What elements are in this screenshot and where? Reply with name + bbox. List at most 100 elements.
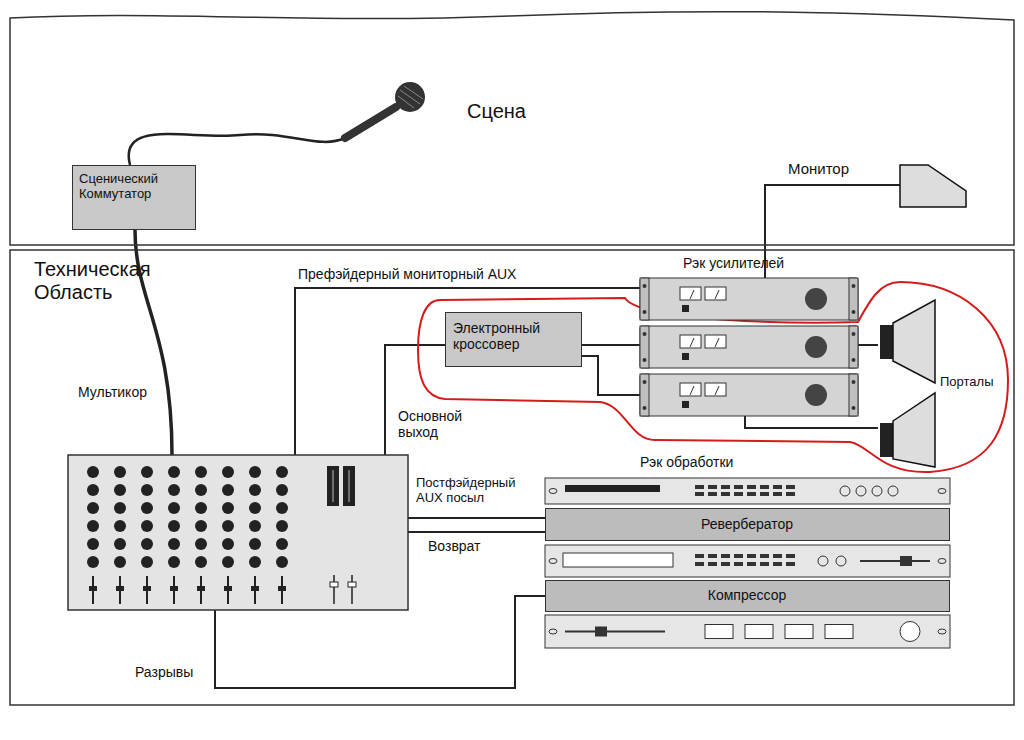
meter-window: [705, 335, 726, 348]
mixer-knob: [87, 538, 99, 550]
rack-ear: [643, 358, 647, 362]
processor-unit: [545, 478, 950, 504]
slider: [860, 560, 930, 562]
mixer-knob: [114, 520, 126, 532]
button: [708, 554, 717, 558]
signal-label: Постфэйдерный AUX посыл: [416, 476, 541, 506]
amplifier-unit: [640, 374, 858, 416]
rack-ear: [643, 332, 647, 336]
button: [773, 562, 782, 566]
mixer-knob: [141, 466, 153, 478]
button: [747, 485, 756, 489]
signal-wire: [295, 288, 640, 455]
mixer-knob: [168, 556, 180, 568]
unit-label: Ревербератор: [550, 516, 944, 532]
meter-needle: [715, 338, 719, 347]
rack-ear: [938, 559, 946, 564]
button: [825, 625, 853, 639]
power-switch: [682, 353, 689, 360]
amplifier-unit: Рэк усилителей: [640, 278, 858, 320]
mixer-knob: [195, 538, 207, 550]
level-meter: [349, 470, 350, 502]
rack-ear: [852, 310, 856, 314]
button: [708, 492, 717, 496]
knob: [836, 556, 846, 566]
button: [734, 492, 743, 496]
button: [747, 562, 756, 566]
button: [773, 554, 782, 558]
processor-unit: [545, 615, 950, 648]
microphone: [345, 107, 396, 138]
mixer-knob: [249, 556, 261, 568]
mixer-knob: [276, 484, 288, 496]
mixer-fader: [143, 586, 151, 591]
mixer-fader: [278, 586, 286, 591]
mixer-knob: [87, 556, 99, 568]
processor-unit: [545, 545, 950, 577]
mixer-knob: [195, 502, 207, 514]
knob: [818, 556, 828, 566]
mixing-console: [68, 455, 408, 610]
mixer-knob: [141, 502, 153, 514]
signal-wire: [408, 517, 545, 519]
button: [695, 485, 704, 489]
volume-knob: [805, 384, 827, 406]
signal-label: Основной выход: [398, 408, 488, 440]
button: [708, 485, 717, 489]
microphone: [398, 86, 423, 108]
rack-ear: [640, 326, 649, 368]
mixer-knob: [114, 484, 126, 496]
rack-ear: [849, 278, 858, 320]
speaker-label: Порталы: [940, 375, 994, 390]
rack-title: Рэк обработки: [640, 454, 733, 470]
rack-ear: [549, 629, 557, 634]
mixer-knob: [141, 538, 153, 550]
crossover-box: Электронный кроссовер: [445, 312, 582, 367]
speaker-label: Монитор: [788, 160, 849, 177]
mixer-knob: [141, 556, 153, 568]
rack-ear: [549, 489, 557, 494]
button: [708, 562, 717, 566]
button: [695, 492, 704, 496]
meter-needle: [690, 338, 694, 347]
stage-box: Сценический Коммутатор: [72, 165, 196, 230]
button: [773, 485, 782, 489]
power-switch: [682, 305, 689, 312]
mixer-fader: [170, 586, 178, 591]
mixer-knob: [222, 538, 234, 550]
button: [734, 562, 743, 566]
button: [760, 492, 769, 496]
microphone-cable: [129, 134, 345, 165]
mixer-knob: [168, 520, 180, 532]
amplifier-unit: [640, 326, 858, 368]
amplifier-unit: [640, 326, 858, 368]
speaker-cone: [893, 300, 935, 383]
mixer-knob: [195, 466, 207, 478]
mixer-knob: [249, 502, 261, 514]
master-fader: [348, 582, 356, 587]
mixer-knob: [141, 520, 153, 532]
rack-ear: [938, 489, 946, 494]
amplifier-unit: [640, 374, 858, 416]
mixer-knob: [249, 538, 261, 550]
mixer-knob: [195, 556, 207, 568]
button: [721, 562, 730, 566]
meter-window: [680, 383, 701, 396]
display: [565, 485, 660, 492]
mixer-knob: [114, 502, 126, 514]
button: [747, 554, 756, 558]
meter-window: [705, 287, 726, 300]
mixer-knob: [87, 484, 99, 496]
area-title: Сцена: [467, 100, 526, 123]
button: [734, 554, 743, 558]
mixer-knob: [141, 484, 153, 496]
mixer-fader: [116, 586, 124, 591]
area-outline: [10, 250, 1014, 705]
meter-needle: [690, 386, 694, 395]
meter-needle: [715, 290, 719, 299]
meter-window: [705, 383, 726, 396]
button: [760, 485, 769, 489]
mixer-knob: [87, 502, 99, 514]
mixer-knob: [276, 520, 288, 532]
